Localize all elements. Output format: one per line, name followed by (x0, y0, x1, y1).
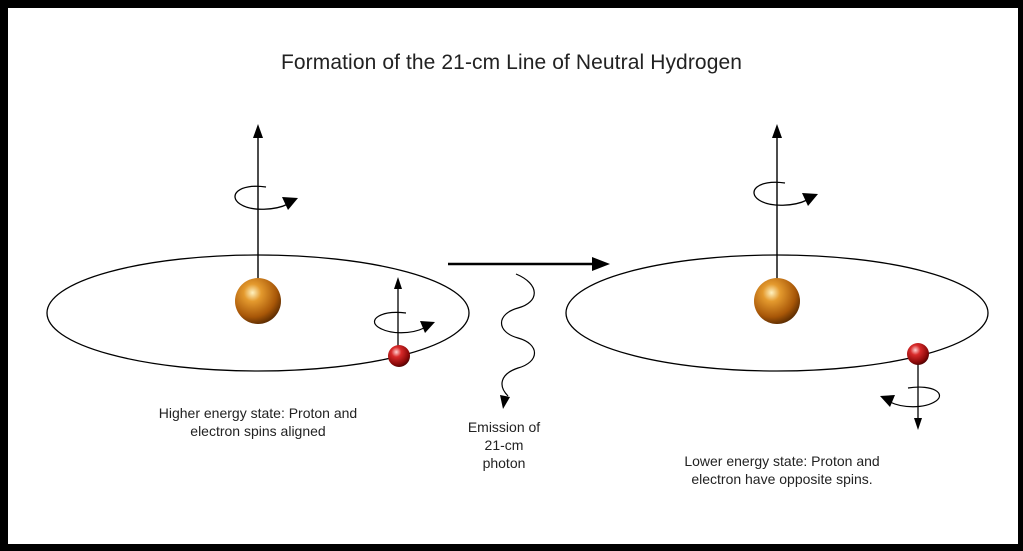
emission-caption: Emission of 21-cm photon (444, 418, 564, 472)
emission-caption-line: Emission of (467, 419, 541, 435)
right-state-caption: Lower energy state: Proton and electron … (640, 452, 924, 488)
right-electron-spin-axis-icon (914, 364, 922, 430)
emission-caption-line: photon (482, 455, 526, 471)
left-caption-line: Higher energy state: Proton and (158, 405, 358, 421)
right-atom (565, 124, 989, 430)
right-caption-line: Lower energy state: Proton and (684, 453, 880, 469)
emission-caption-line: 21-cm (484, 437, 524, 453)
photon-wave-icon (500, 273, 536, 409)
left-electron-icon (388, 345, 410, 367)
right-caption-line: electron have opposite spins. (691, 471, 873, 487)
left-atom (46, 124, 470, 372)
left-electron-spin-axis-icon (394, 277, 402, 354)
right-proton-spin-axis-icon (772, 124, 782, 300)
right-electron-spin-arrow-icon (880, 386, 941, 408)
right-proton-icon (754, 278, 800, 324)
transition-arrow-icon (448, 257, 610, 271)
diagram-title: Formation of the 21-cm Line of Neutral H… (280, 51, 743, 74)
left-caption-line: electron spins aligned (190, 423, 326, 439)
right-proton-spin-arrow-icon (753, 181, 818, 206)
left-electron-spin-arrow-icon (373, 311, 435, 334)
left-proton-spin-arrow-icon (234, 185, 298, 210)
left-proton-spin-axis-icon (253, 124, 263, 300)
left-proton-icon (235, 278, 281, 324)
left-state-caption: Higher energy state: Proton and electron… (118, 404, 398, 440)
right-electron-icon (907, 343, 929, 365)
